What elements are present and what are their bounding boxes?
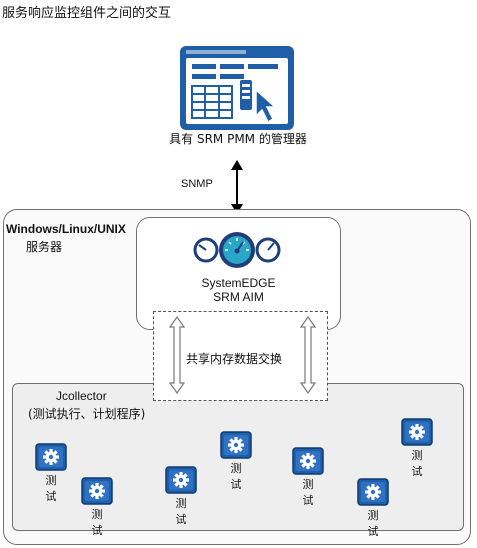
page-title: 服务响应监控组件之间的交互 <box>2 6 172 21</box>
gear-icon <box>165 466 197 494</box>
gear-icon <box>35 443 67 471</box>
gear-icon <box>401 418 433 446</box>
server-subtitle: 服务器 <box>26 240 63 254</box>
server-title: Windows/Linux/UNIX <box>6 222 126 236</box>
gauges-icon <box>193 232 281 268</box>
test-label: 测试 <box>45 474 57 503</box>
test-label: 测试 <box>411 449 423 478</box>
test-label: 测试 <box>230 462 242 491</box>
shared-memory-arrow-right <box>300 316 316 394</box>
shared-memory-arrow-left <box>169 316 185 394</box>
gear-icon <box>292 447 324 475</box>
snmp-label: SNMP <box>181 178 213 190</box>
collector-name: Jcollector <box>56 389 107 403</box>
test-label: 测试 <box>175 497 187 526</box>
shared-memory-label: 共享内存数据交换 <box>186 350 283 367</box>
collector-subtitle: (测试执行、计划程序) <box>28 407 146 421</box>
gear-icon <box>81 477 113 505</box>
test-label: 测试 <box>91 508 103 537</box>
aim-name: SystemEDGE <box>201 276 276 290</box>
snmp-link-arrow <box>231 160 243 214</box>
gear-icon <box>220 431 252 459</box>
gear-icon <box>357 478 389 506</box>
test-label: 测试 <box>302 478 314 507</box>
test-label: 测试 <box>367 509 379 538</box>
manager-label: 具有 SRM PMM 的管理器 <box>169 132 307 146</box>
management-console-icon <box>180 46 294 130</box>
aim-subtitle: SRM AIM <box>213 290 264 304</box>
